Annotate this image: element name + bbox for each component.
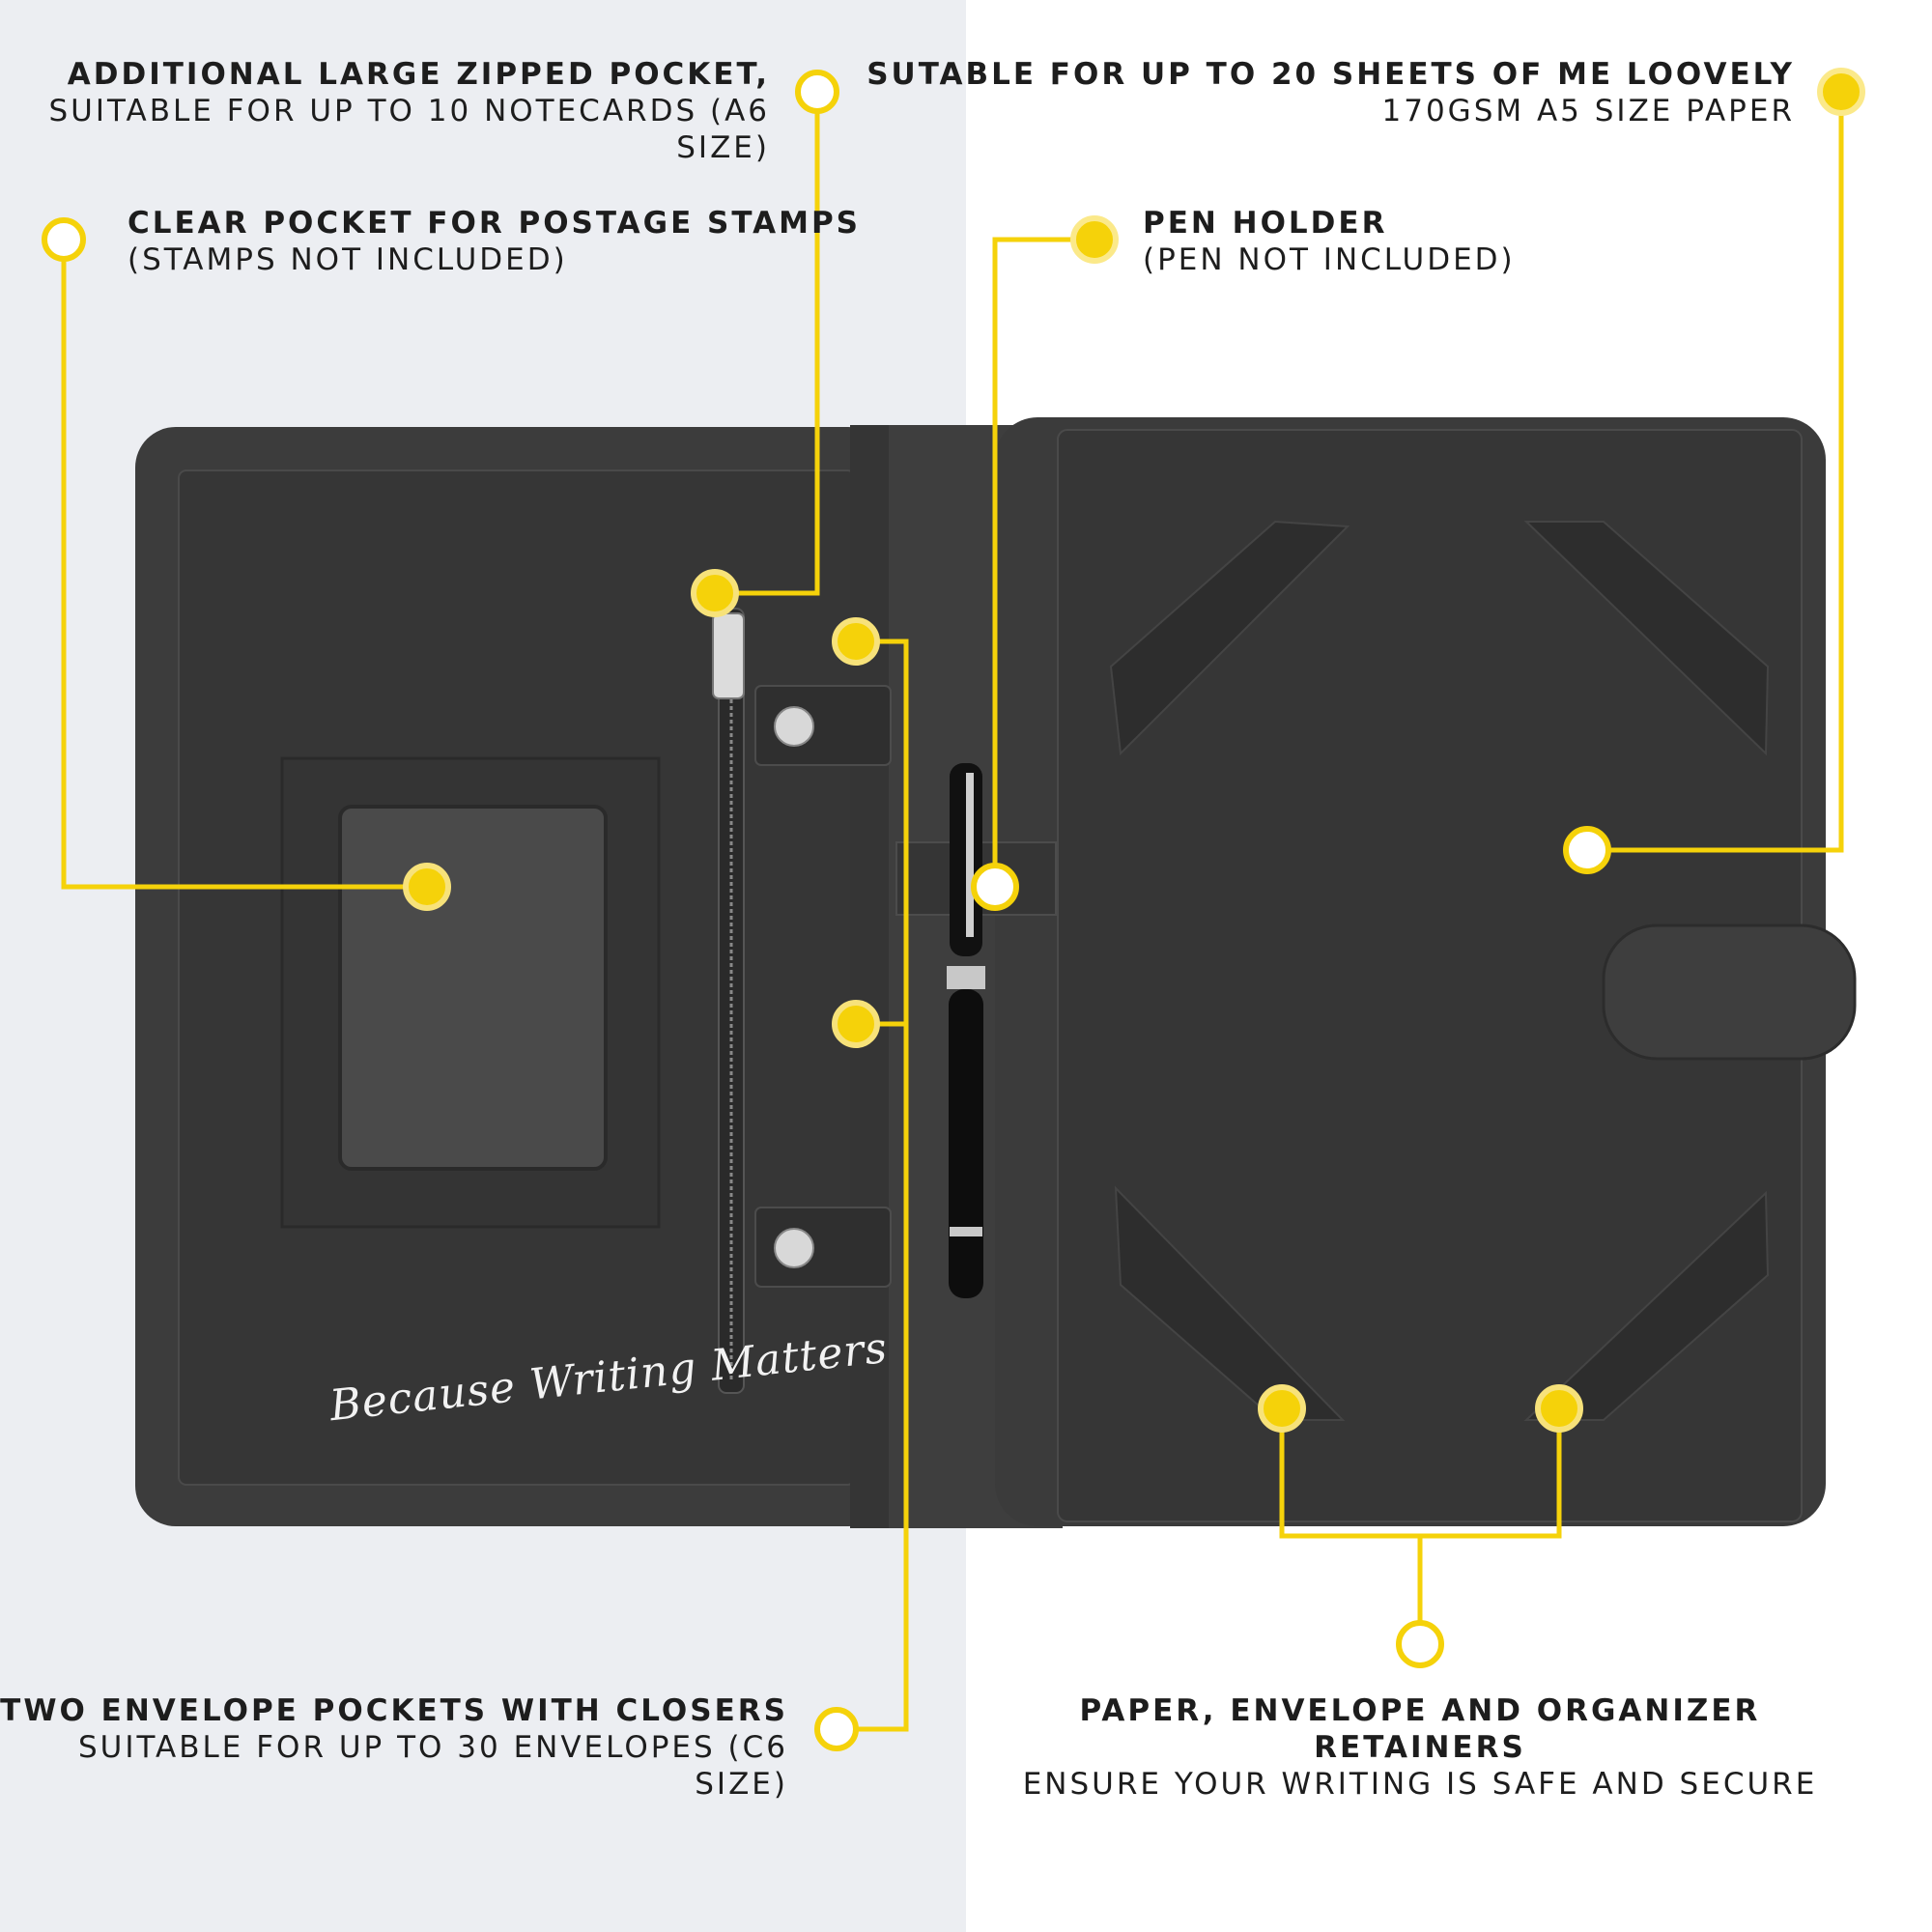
connector-stamps-pocket bbox=[61, 242, 427, 890]
hotspot-envelope-top bbox=[832, 617, 880, 666]
hotspot-retainer-right bbox=[1535, 1384, 1583, 1433]
callout-retainers: PAPER, ENVELOPE AND ORGANIZER RETAINERS … bbox=[1005, 1692, 1835, 1803]
callout-pen-holder-sub: (PEN NOT INCLUDED) bbox=[1143, 242, 1516, 277]
hotspot-paper-label bbox=[1817, 68, 1865, 116]
pen-ring bbox=[950, 1227, 982, 1236]
retainer-top-left bbox=[1109, 520, 1350, 756]
stamp-pocket-window bbox=[338, 805, 608, 1171]
hotspot-paper bbox=[1563, 826, 1611, 874]
hotspot-zipped-pocket-label bbox=[795, 70, 839, 114]
hotspot-envelope-bottom bbox=[832, 1000, 880, 1048]
callout-pen-holder-heading: PEN HOLDER bbox=[1143, 206, 1388, 241]
hotspot-stamps-pocket-label bbox=[42, 217, 86, 262]
pen-clip bbox=[966, 773, 974, 937]
callout-pen-holder: PEN HOLDER (PEN NOT INCLUDED) bbox=[1143, 205, 1516, 278]
pen-barrel bbox=[949, 989, 983, 1298]
strap-closure bbox=[1602, 923, 1857, 1061]
hotspot-retainers-label bbox=[1396, 1620, 1444, 1668]
zipper-pull bbox=[712, 612, 745, 699]
callout-envelope-pockets-heading: TWO ENVELOPE POCKETS WITH CLOSERS bbox=[0, 1693, 788, 1728]
callout-paper-heading: SUTABLE FOR UP TO 20 SHEETS OF ME LOOVEL… bbox=[867, 57, 1795, 92]
snap-button-bottom bbox=[774, 1228, 814, 1268]
hotspot-retainer-left bbox=[1258, 1384, 1306, 1433]
callout-paper-sub: 170GSM A5 SIZE PAPER bbox=[1381, 94, 1795, 128]
connector-zipped-pocket bbox=[715, 92, 820, 596]
connector-pen-holder bbox=[992, 237, 1094, 887]
hotspot-stamps-pocket bbox=[403, 863, 451, 911]
callout-zipped-pocket-sub: SUITABLE FOR UP TO 10 NOTECARDS (A6 SIZE… bbox=[48, 94, 770, 165]
retainer-top-right bbox=[1523, 521, 1770, 756]
connector-paper bbox=[1587, 92, 1844, 853]
retainer-bottom-right bbox=[1523, 1190, 1770, 1421]
callout-retainers-sub: ENSURE YOUR WRITING IS SAFE AND SECURE bbox=[1022, 1767, 1818, 1802]
callout-envelope-pockets-sub: SUITABLE FOR UP TO 30 ENVELOPES (C6 SIZE… bbox=[78, 1730, 788, 1802]
callout-retainers-heading: PAPER, ENVELOPE AND ORGANIZER RETAINERS bbox=[1079, 1693, 1761, 1765]
callout-paper: SUTABLE FOR UP TO 20 SHEETS OF ME LOOVEL… bbox=[867, 56, 1795, 129]
pen-band bbox=[947, 966, 985, 989]
hotspot-zipped-pocket bbox=[691, 569, 739, 617]
callout-stamps-pocket: CLEAR POCKET FOR POSTAGE STAMPS (STAMPS … bbox=[128, 205, 861, 278]
callout-envelope-pockets: TWO ENVELOPE POCKETS WITH CLOSERS SUITAB… bbox=[0, 1692, 788, 1803]
connector-envelope-pockets bbox=[837, 639, 909, 1732]
callout-stamps-pocket-sub: (STAMPS NOT INCLUDED) bbox=[128, 242, 568, 277]
callout-zipped-pocket: ADDITIONAL LARGE ZIPPED POCKET, SUITABLE… bbox=[0, 56, 770, 166]
callout-stamps-pocket-heading: CLEAR POCKET FOR POSTAGE STAMPS bbox=[128, 206, 861, 241]
hotspot-envelope-pockets-label bbox=[814, 1707, 859, 1751]
hotspot-pen-holder-label bbox=[1070, 215, 1119, 264]
callout-zipped-pocket-heading: ADDITIONAL LARGE ZIPPED POCKET, bbox=[67, 57, 770, 92]
hotspot-pen-holder bbox=[971, 863, 1019, 911]
snap-button-top bbox=[774, 706, 814, 747]
